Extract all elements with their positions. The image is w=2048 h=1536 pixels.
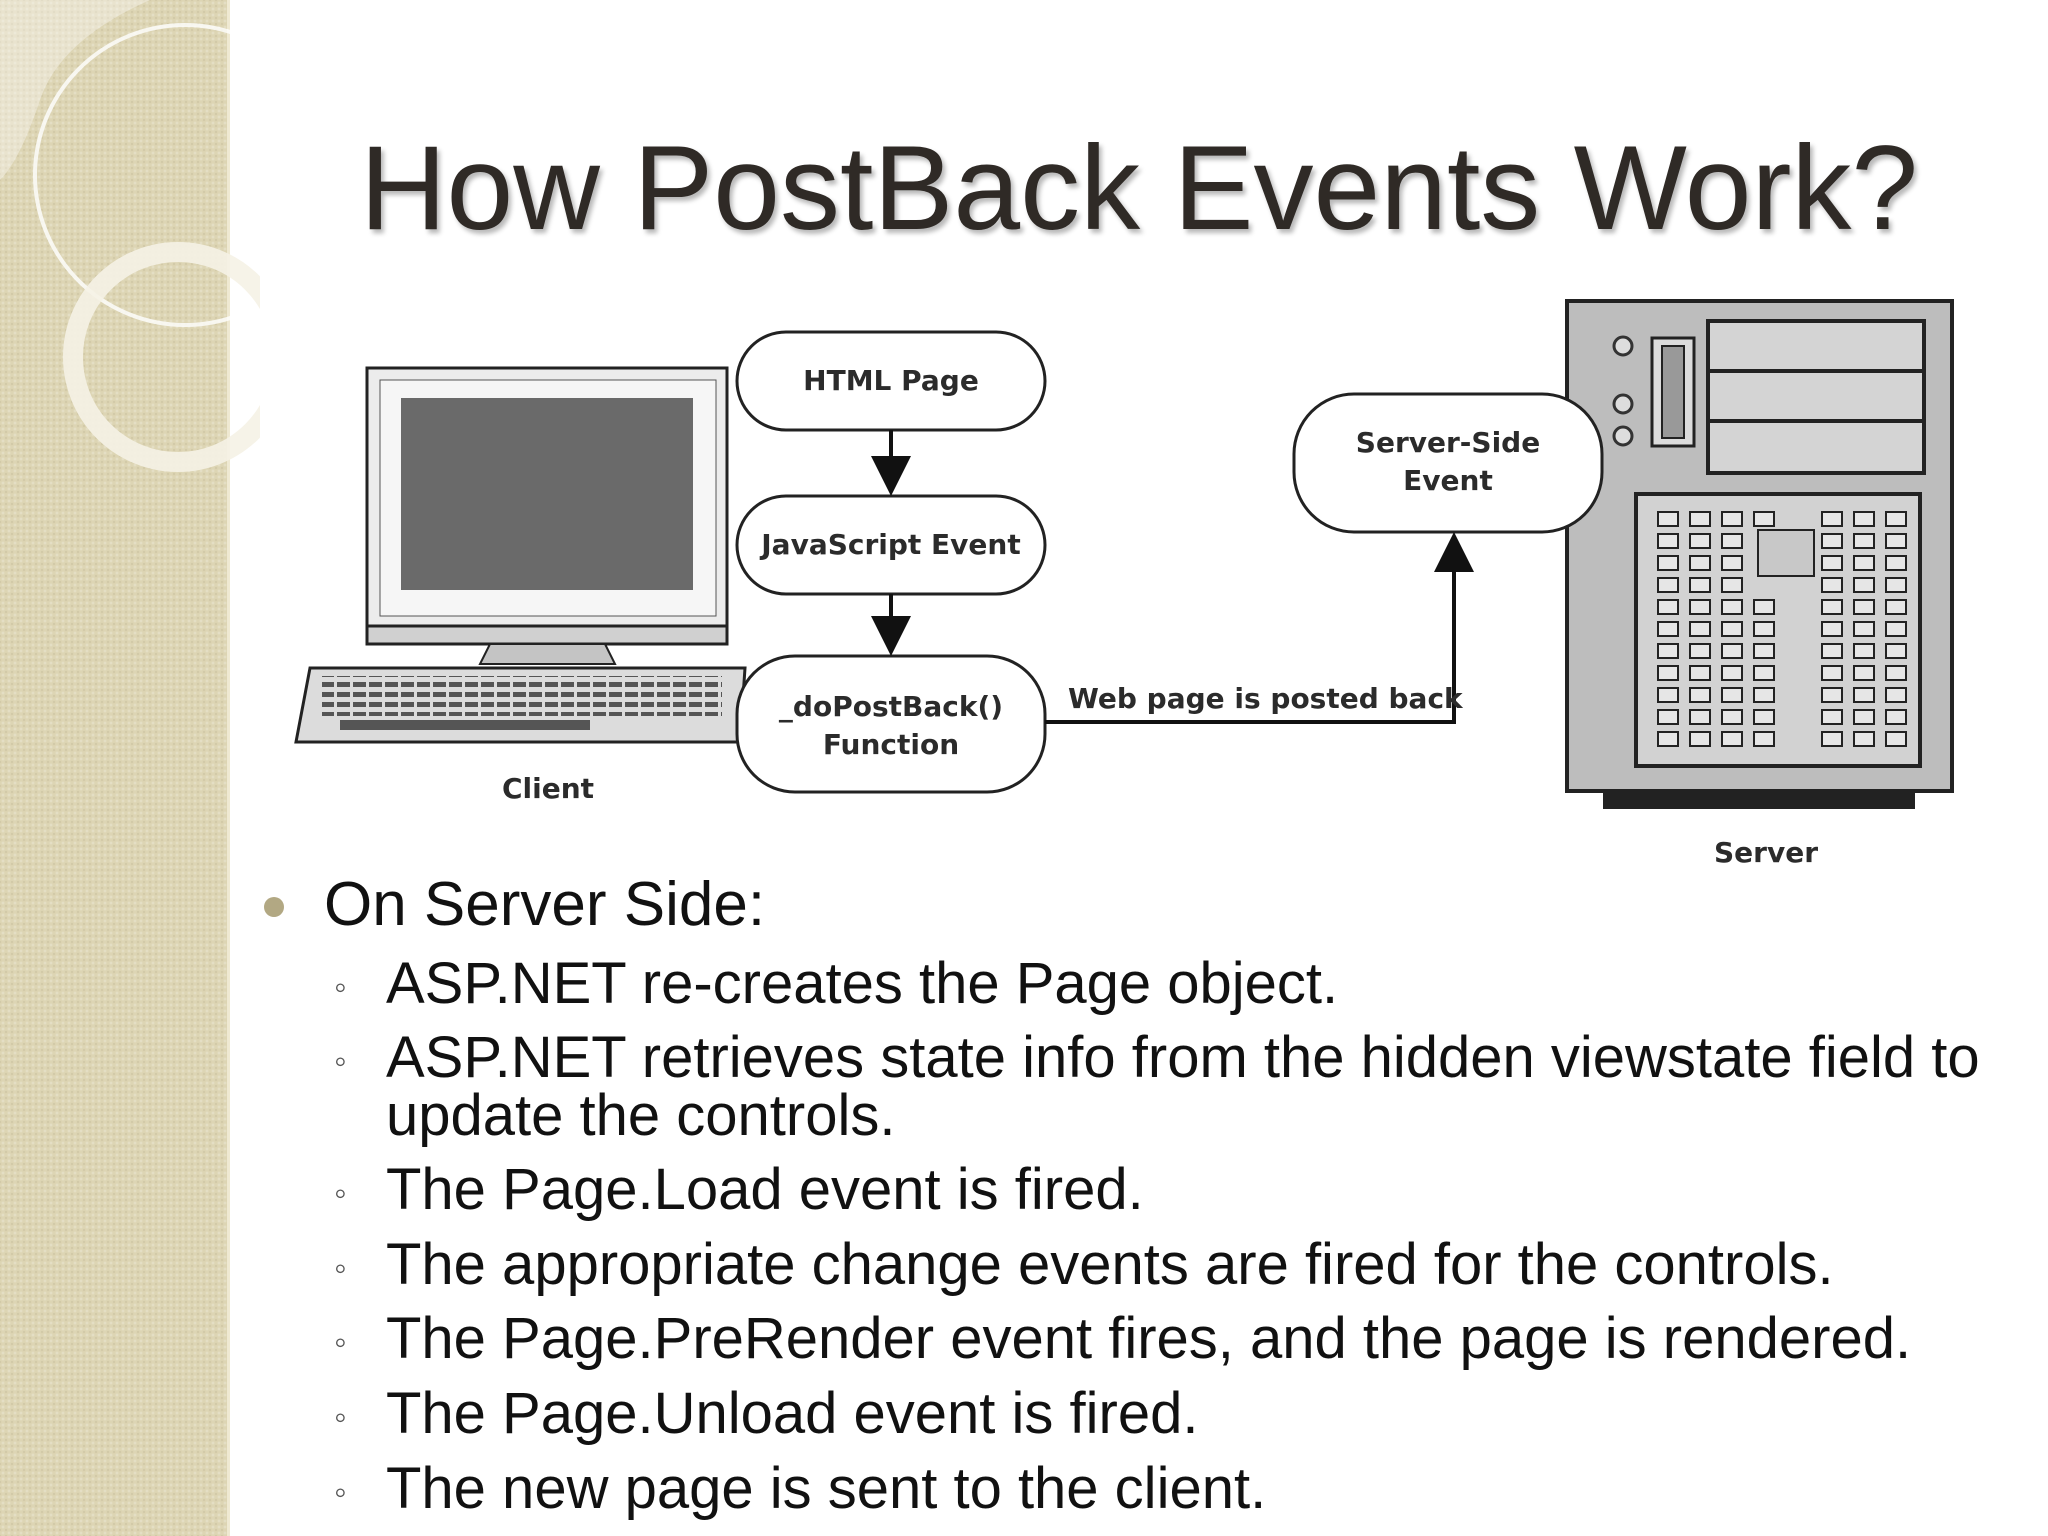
monitor-chin bbox=[365, 624, 729, 646]
html-page-label: HTML Page bbox=[803, 364, 979, 397]
client-computer-icon bbox=[294, 366, 747, 744]
sub-bullet-item: The Page.Unload event is fired. bbox=[386, 1381, 1199, 1446]
server-event-label-line2: Event bbox=[1403, 464, 1493, 497]
arrow-postback-to-server bbox=[1045, 532, 1474, 724]
monitor-stand bbox=[478, 643, 617, 665]
sub-bullet-marker: ◦ bbox=[334, 1247, 347, 1288]
server-vents bbox=[1657, 511, 1907, 747]
bullet-dot bbox=[264, 897, 284, 917]
sub-bullet-item-continuation: update the controls. bbox=[386, 1083, 896, 1148]
sub-bullet-item: The Page.PreRender event fires, and the … bbox=[386, 1306, 1912, 1371]
sub-bullet-item: ASP.NET retrieves state info from the hi… bbox=[386, 1025, 1980, 1090]
decorative-circles bbox=[0, 0, 260, 472]
html-page-box: HTML Page bbox=[735, 330, 1047, 432]
side-panel-edge bbox=[227, 0, 230, 1536]
javascript-event-box: JavaScript Event bbox=[735, 494, 1047, 596]
server-tower-icon bbox=[1565, 299, 1954, 809]
postback-diagram: HTML Page JavaScript Event _doPostBack()… bbox=[294, 299, 1954, 869]
sub-bullet-item: ASP.NET re-creates the Page object. bbox=[386, 951, 1339, 1016]
server-label: Server bbox=[1714, 836, 1818, 869]
sub-bullet-marker: ◦ bbox=[334, 1396, 347, 1437]
sub-bullet-marker: ◦ bbox=[334, 1172, 347, 1213]
sub-bullet-item: The appropriate change events are fired … bbox=[386, 1232, 1834, 1297]
javascript-event-label: JavaScript Event bbox=[759, 528, 1021, 561]
slide-title: How PostBack Events Work? bbox=[359, 121, 1919, 255]
ornament-large-ring bbox=[33, 23, 260, 327]
dopostback-label-line1: _doPostBack() bbox=[779, 690, 1003, 723]
sub-bullet-item: The new page is sent to the client. bbox=[386, 1456, 1267, 1521]
bullet-heading: On Server Side: bbox=[324, 870, 766, 939]
ornament-small-ring bbox=[63, 242, 260, 472]
monitor-screen bbox=[401, 398, 693, 590]
sub-bullet-marker: ◦ bbox=[334, 966, 347, 1007]
sub-bullet-marker: ◦ bbox=[334, 1040, 347, 1081]
server-event-label-line1: Server-Side bbox=[1356, 426, 1540, 459]
dopostback-function-box: _doPostBack() Function bbox=[735, 654, 1047, 794]
sub-bullet-marker: ◦ bbox=[334, 1321, 347, 1362]
dopostback-label-line2: Function bbox=[823, 728, 959, 761]
ornament-corner-shape bbox=[0, 0, 150, 180]
sub-bullet-item: The Page.Load event is fired. bbox=[386, 1157, 1144, 1222]
server-side-event-box: Server-Side Event bbox=[1292, 392, 1604, 534]
posted-back-label: Web page is posted back bbox=[1068, 682, 1464, 715]
sub-bullet-marker: ◦ bbox=[334, 1471, 347, 1512]
client-label: Client bbox=[502, 772, 594, 805]
